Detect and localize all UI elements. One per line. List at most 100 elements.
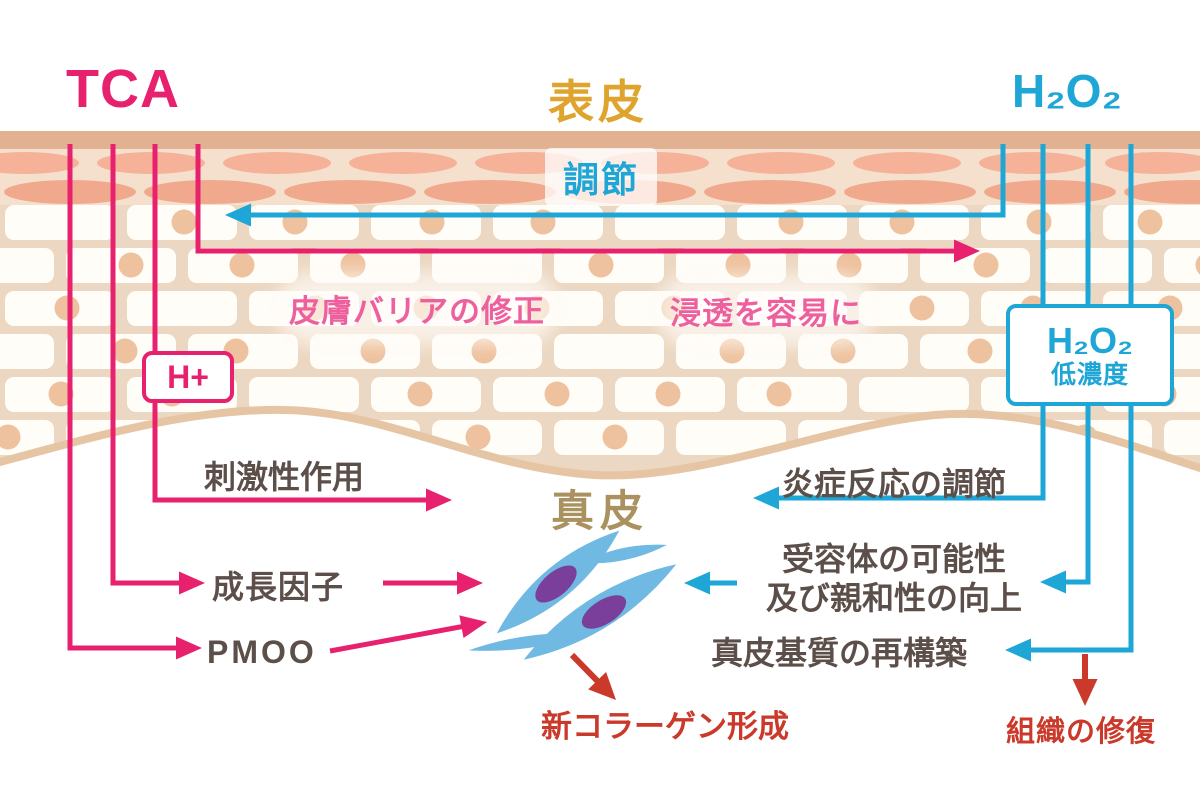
pmoo-to-cell-arrow-head — [459, 615, 487, 639]
cell-nucleus-dot — [602, 424, 628, 450]
collagen-result-arrow-head — [588, 671, 616, 700]
inflammation-regulation-label: 炎症反応の調節 — [782, 466, 1007, 502]
new-collagen-label: 新コラーゲン形成 — [541, 709, 789, 744]
cyan-to-cell-arrow-head — [684, 571, 710, 595]
stratum-corneum-band — [0, 131, 1200, 149]
epidermis-brick — [859, 377, 969, 412]
cell-nucleus-dot — [48, 381, 74, 407]
pmoo-to-cell-arrow — [329, 623, 468, 654]
flat-cell — [144, 180, 276, 204]
h2o2-matrix-arrow-head — [1005, 638, 1031, 662]
epidermis-brick — [1042, 248, 1152, 283]
epidermis-brick — [432, 248, 542, 283]
flat-cell — [979, 152, 1087, 174]
epidermis-brick — [1164, 420, 1200, 455]
h2o2-receptor-arrow-head — [1040, 570, 1066, 594]
tca-penetration-arrow-head — [954, 239, 980, 263]
flat-cell — [284, 180, 416, 204]
flat-cell — [0, 152, 79, 174]
flat-cell — [844, 180, 976, 204]
fibroblast-nucleus — [535, 565, 577, 603]
epidermis-brick — [249, 377, 359, 412]
cell-nucleus-dot — [766, 381, 792, 407]
cell-nucleus-dot — [973, 252, 999, 278]
flat-cell — [727, 152, 835, 174]
epidermis-brick — [676, 420, 786, 455]
tca-hplus-irritant-arrow-head — [426, 488, 452, 512]
cell-nucleus-dot — [360, 338, 386, 364]
cell-nucleus-dot — [1195, 255, 1200, 275]
h2o2-inflammation-arrow — [773, 144, 1046, 501]
flat-cell — [1124, 180, 1200, 204]
cell-nucleus-dot — [967, 338, 993, 364]
epidermis-brick — [1164, 248, 1200, 283]
cell-nucleus-dot — [909, 295, 935, 321]
cell-nucleus-dot — [719, 338, 745, 364]
epidermis-brick — [615, 205, 725, 240]
epidermis-brick — [737, 377, 847, 412]
tca-pmoo-arrow — [67, 144, 182, 651]
cell-nucleus-dot — [1137, 209, 1163, 235]
tissue-repair-arrow-head — [1072, 679, 1098, 706]
flat-cell — [704, 180, 836, 204]
fibroblast-nucleus — [581, 595, 627, 629]
penetration-label: 浸透を容易に — [670, 288, 862, 333]
cell-nucleus-dot — [171, 209, 197, 235]
dermal-junction-wave — [0, 405, 1200, 480]
fibroblast-cell — [580, 544, 668, 564]
cell-nucleus-dot — [588, 252, 614, 278]
cell-nucleus-dot — [0, 424, 21, 450]
pmoo-label: PMOO — [207, 634, 317, 670]
growth-factor-label: 成長因子 — [212, 569, 345, 605]
cell-nucleus-dot — [340, 252, 366, 278]
receptor-line1: 受容体の可能性 — [781, 541, 1006, 577]
cell-nucleus-dot — [725, 252, 751, 278]
tca-label: TCA — [66, 59, 180, 119]
flat-cell — [424, 180, 556, 204]
regulation-badge: 調節 — [545, 148, 657, 206]
tca-penetration-arrow — [195, 144, 960, 254]
flat-cell — [853, 152, 961, 174]
cell-nucleus-dot — [112, 338, 138, 364]
h-plus-label: H+ — [167, 358, 209, 395]
h2o2-low-line1: H₂O₂ — [1047, 320, 1133, 361]
h2o2-regulation-arrow-head — [225, 203, 251, 227]
h-plus-box: H+ — [142, 351, 234, 403]
irritant-action-label: 刺激性作用 — [204, 459, 365, 495]
dermal-matrix-label: 真皮基質の再構築 — [711, 635, 968, 671]
flat-cell — [223, 152, 331, 174]
cell-nucleus-dot — [54, 295, 80, 321]
flat-cell — [97, 152, 205, 174]
barrier-repair-label: 皮膚バリアの修正 — [289, 286, 545, 331]
epidermis-brick — [5, 205, 115, 240]
h2o2-receptor-arrow — [1060, 144, 1091, 585]
epidermis-brick — [0, 334, 54, 369]
cell-nucleus-dot — [1026, 209, 1052, 235]
h2o2-inflammation-arrow-head — [753, 486, 779, 510]
epidermis-brick — [554, 334, 664, 369]
h2o2-low-concentration-box: H₂O₂ 低濃度 — [1006, 304, 1174, 406]
cell-nucleus-dot — [830, 338, 856, 364]
epidermis-brick — [127, 291, 237, 326]
cell-nucleus-dot — [118, 252, 144, 278]
h2o2-regulation-arrow — [245, 144, 1006, 218]
tissue-repair-label: 組織の修復 — [1006, 716, 1157, 748]
receptor-affinity-label: 受容体の可能性 及び親和性の向上 — [733, 540, 1055, 618]
cell-nucleus-dot — [229, 252, 255, 278]
cell-nucleus-dot — [544, 381, 570, 407]
tca-growth-factor-arrow-head — [179, 571, 205, 595]
h2o2-low-line2: 低濃度 — [1050, 361, 1129, 389]
collagen-result-arrow — [569, 652, 604, 688]
tca-pmoo-arrow-head — [176, 636, 202, 660]
cell-nucleus-dot — [465, 424, 491, 450]
growth-to-cell-arrow-head — [457, 571, 483, 595]
tca-growth-factor-arrow — [110, 144, 185, 586]
cell-nucleus-dot — [407, 381, 433, 407]
epidermis-brick — [0, 248, 54, 283]
regulation-label: 調節 — [562, 159, 639, 200]
dermis-label: 真皮 — [551, 488, 649, 536]
cell-nucleus-dot — [655, 381, 681, 407]
receptor-line2: 及び親和性の向上 — [765, 580, 1022, 616]
